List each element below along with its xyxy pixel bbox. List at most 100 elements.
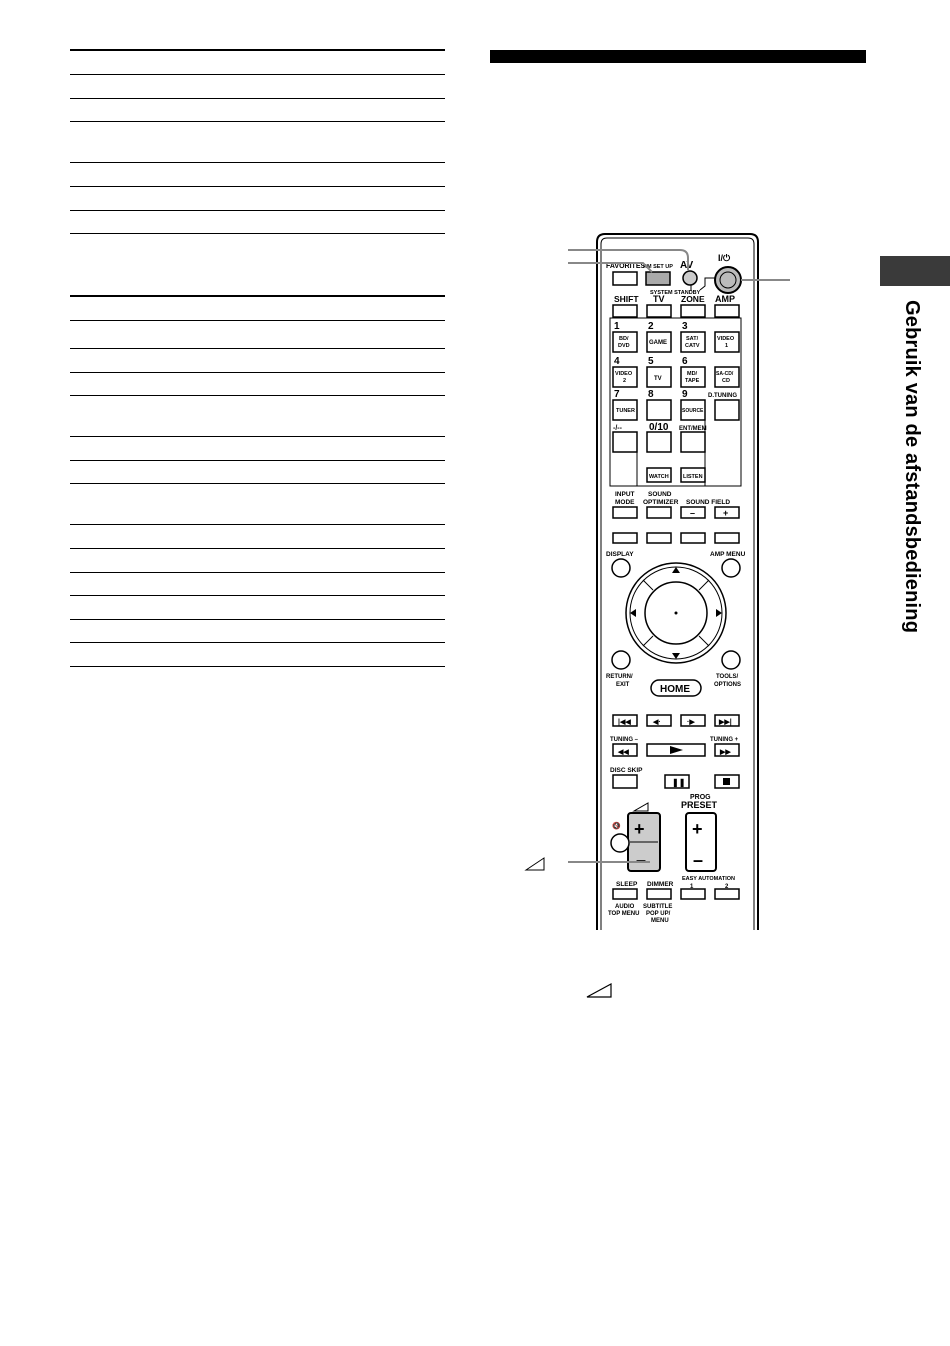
table-rule bbox=[70, 295, 445, 297]
key-label: TAPE bbox=[685, 378, 700, 384]
disc-skip-button bbox=[612, 774, 638, 789]
key-num: 1 bbox=[614, 321, 620, 332]
tools-label: TOOLS/ bbox=[716, 674, 739, 680]
key-8 bbox=[646, 399, 672, 421]
key-label: BD/ bbox=[619, 336, 629, 342]
amp-menu-label: AMP MENU bbox=[710, 551, 746, 558]
key-label: CATV bbox=[685, 343, 700, 349]
preset-plus-icon: + bbox=[692, 819, 703, 839]
favorites-button bbox=[612, 271, 638, 286]
table-rule bbox=[70, 483, 445, 484]
power-button-ring bbox=[719, 271, 737, 289]
watch-button bbox=[646, 467, 672, 483]
dimmer-label: DIMMER bbox=[647, 881, 674, 888]
key-ent-mem bbox=[680, 431, 706, 453]
amp-menu-button bbox=[721, 558, 741, 578]
prev-button bbox=[612, 714, 638, 727]
remote-control-illustration: FAVORITES RM SET UP AV I/⏻ SYSTEM STANDB… bbox=[500, 230, 800, 940]
tools-label: OPTIONS bbox=[714, 682, 741, 688]
key-label: MD/ bbox=[687, 371, 698, 377]
table-rule bbox=[70, 395, 445, 396]
minus-icon: – bbox=[690, 508, 695, 518]
return-label: RETURN/ bbox=[606, 674, 633, 680]
display-label: DISPLAY bbox=[606, 551, 634, 558]
key-num: 3 bbox=[682, 321, 688, 332]
subtitle-label: POP UP/ bbox=[646, 911, 671, 917]
disc-skip-label: DISC SKIP bbox=[610, 767, 643, 774]
rm-setup-button bbox=[645, 271, 671, 286]
sound-optimizer-label: SOUND bbox=[648, 491, 672, 498]
subtitle-label: SUBTITLE bbox=[643, 904, 672, 910]
pause-icon: ❚❚ bbox=[672, 778, 685, 788]
ea-num: 1 bbox=[690, 884, 694, 890]
key-label: VIDEO bbox=[717, 336, 735, 342]
enter-dot-icon bbox=[674, 611, 678, 615]
table-rule bbox=[70, 642, 445, 643]
chapter-tab bbox=[880, 256, 950, 286]
key-num: 2 bbox=[648, 321, 654, 332]
arrow-up-icon bbox=[672, 567, 680, 573]
remote-body-inner bbox=[600, 237, 755, 930]
audio-label: TOP MENU bbox=[608, 911, 639, 917]
tools-button bbox=[721, 650, 741, 670]
key-label: 1 bbox=[725, 343, 728, 349]
advance-icon: ·▶ bbox=[687, 719, 695, 726]
color-button-red bbox=[612, 532, 638, 544]
replay-button bbox=[646, 714, 672, 727]
table-rule bbox=[70, 595, 445, 596]
return-label: EXIT bbox=[616, 682, 630, 688]
av-power-button bbox=[682, 270, 698, 286]
key-label: CD bbox=[722, 378, 730, 384]
advance-button bbox=[680, 714, 706, 727]
sound-field-minus-button bbox=[680, 506, 706, 519]
key-bd-dvd bbox=[612, 331, 638, 353]
key-md-tape bbox=[680, 366, 706, 388]
key-video1 bbox=[714, 331, 740, 353]
keypad-panel bbox=[609, 317, 742, 487]
table-rule bbox=[70, 666, 445, 667]
table-rule bbox=[70, 372, 445, 373]
key-label: SOURCE bbox=[682, 408, 704, 414]
dpad-divider bbox=[698, 635, 710, 647]
table-rule bbox=[70, 548, 445, 549]
arrow-left-icon bbox=[630, 609, 636, 617]
dpad-divider bbox=[642, 579, 654, 591]
arrow-right-icon bbox=[716, 609, 722, 617]
table-rule bbox=[70, 49, 445, 51]
table-rule bbox=[70, 619, 445, 620]
callout-rmsetup bbox=[568, 262, 653, 273]
home-label: HOME bbox=[660, 684, 690, 695]
table-rule bbox=[70, 98, 445, 99]
listen-label: LISTEN bbox=[683, 474, 703, 480]
shift-button bbox=[612, 304, 638, 318]
key-label: 0/10 bbox=[649, 422, 669, 433]
key-label: SAT/ bbox=[686, 336, 699, 342]
muting-icon: 🔇 bbox=[612, 821, 621, 830]
pause-button bbox=[664, 774, 690, 789]
key-label: TV bbox=[654, 376, 662, 382]
fast-forward-icon: ▶▶ bbox=[719, 749, 731, 756]
color-button-blue bbox=[714, 532, 740, 544]
color-button-green bbox=[646, 532, 672, 544]
tv-button bbox=[646, 304, 672, 318]
easy-automation-label: EASY AUTOMATION bbox=[682, 876, 735, 882]
table-rule bbox=[70, 524, 445, 525]
preset-label: PRESET bbox=[681, 800, 718, 810]
tuning-plus-label: TUNING + bbox=[710, 737, 739, 743]
key-dash bbox=[612, 431, 638, 453]
key-num: 8 bbox=[648, 389, 654, 400]
dpad-divider bbox=[698, 579, 710, 591]
ea-num: 2 bbox=[725, 884, 729, 890]
watch-label: WATCH bbox=[649, 474, 669, 480]
table-rule bbox=[70, 186, 445, 187]
power-label: I/⏻ bbox=[718, 253, 731, 263]
next-button bbox=[714, 714, 740, 727]
key-label: TUNER bbox=[616, 408, 635, 414]
sleep-label: SLEEP bbox=[616, 881, 638, 888]
rewind-button bbox=[612, 743, 638, 757]
sound-optimizer-button bbox=[646, 506, 672, 519]
key-sacd-cd bbox=[714, 366, 740, 388]
key-label: SA-CD/ bbox=[716, 371, 734, 377]
key-num: 6 bbox=[682, 356, 688, 367]
table-rule bbox=[70, 121, 445, 122]
